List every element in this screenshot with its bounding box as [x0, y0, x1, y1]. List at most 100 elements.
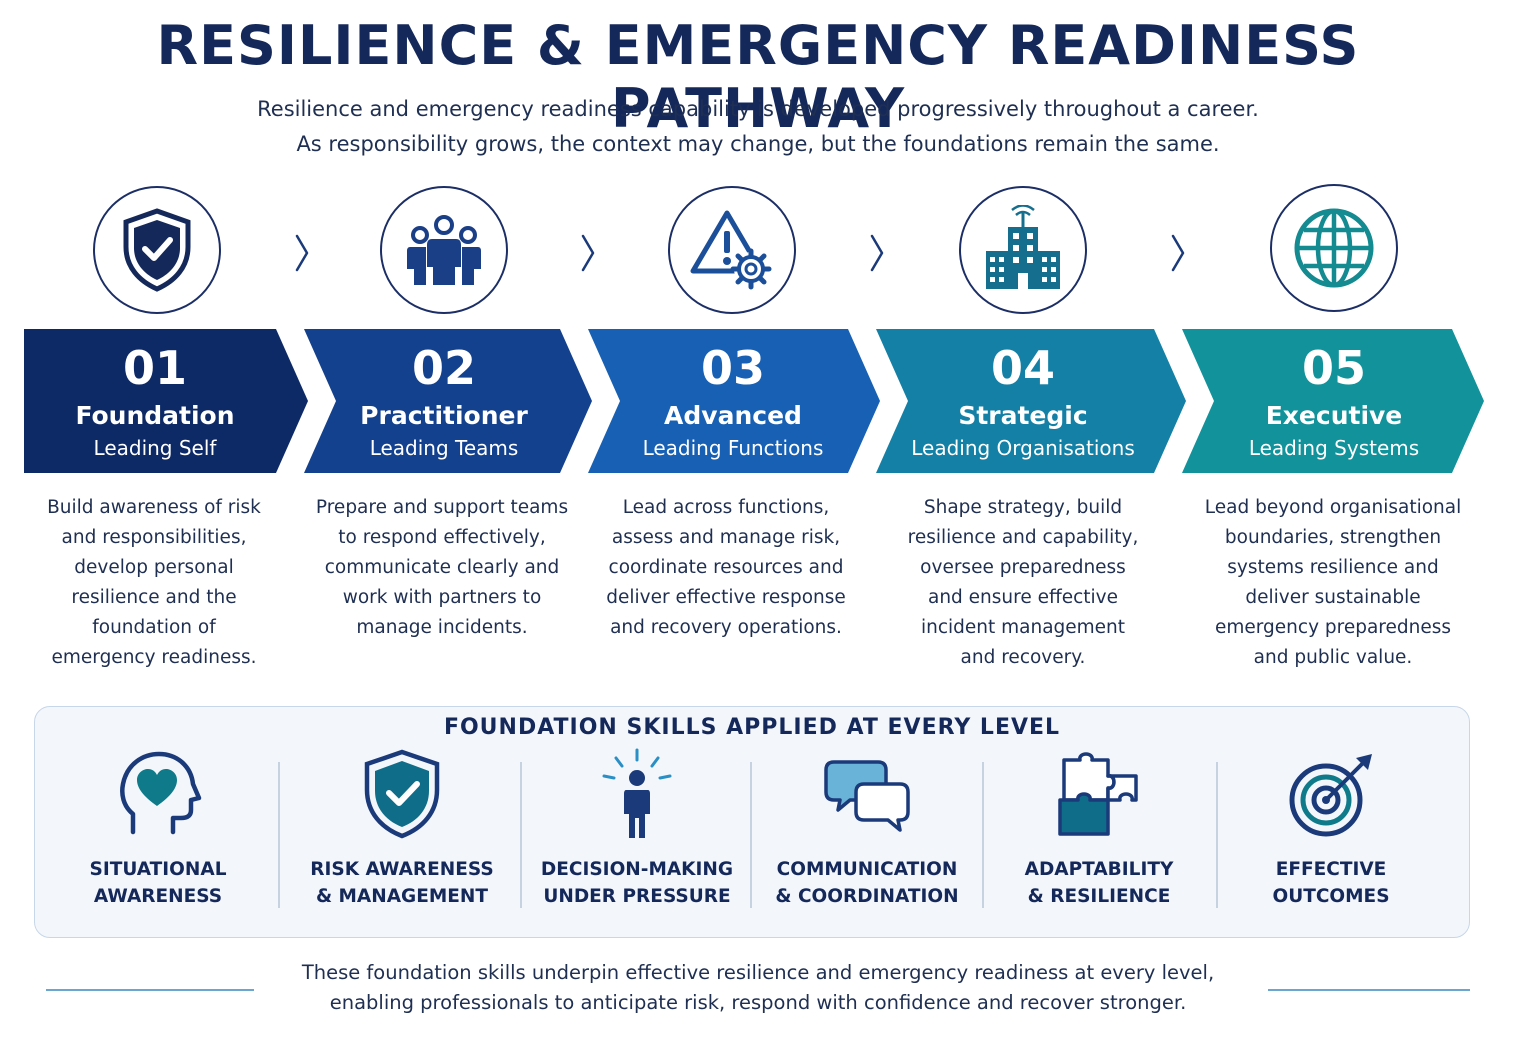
stage-number: 02: [411, 341, 476, 395]
stage-2-arrow: [304, 329, 592, 473]
stage-name: Practitioner: [360, 401, 528, 430]
stage-3-icon-circle: [668, 186, 796, 314]
stage-5-label: 05 Executive Leading Systems: [1198, 329, 1470, 473]
skill-adaptability: ADAPTABILITY & RESILIENCE: [990, 748, 1208, 910]
stage-1-description: Build awareness of risk and responsibili…: [24, 493, 284, 673]
globe-icon: [1294, 208, 1374, 288]
description-line: and recovery operations.: [610, 617, 842, 638]
description-line: develop personal: [74, 557, 234, 578]
shield-check-icon: [123, 208, 191, 292]
description-line: deliver effective response: [606, 587, 846, 608]
description-line: and recovery.: [960, 647, 1086, 668]
stage-2-label: 02 Practitioner Leading Teams: [316, 329, 572, 473]
page-title: RESILIENCE & EMERGENCY READINESS PATHWAY: [156, 14, 1360, 140]
skill-label-line: & RESILIENCE: [1027, 886, 1171, 907]
description-line: oversee preparedness: [920, 557, 1126, 578]
skill-label: DECISION-MAKING UNDER PRESSURE: [528, 856, 746, 910]
description-line: and ensure effective: [927, 587, 1119, 608]
puzzle-icon: [1058, 752, 1138, 836]
stage-1-icon-circle: [93, 186, 221, 314]
stage-4-icon-circle: [959, 186, 1087, 314]
stage-subtitle: Leading Organisations: [911, 436, 1135, 460]
description-line: resilience and capability,: [907, 527, 1139, 548]
stage-number: 03: [700, 341, 765, 395]
intro-line-2: As responsibility grows, the context may…: [296, 132, 1220, 156]
description-line: Shape strategy, build: [923, 497, 1123, 518]
skill-label: EFFECTIVE OUTCOMES: [1226, 856, 1436, 910]
description-line: to respond effectively,: [338, 527, 546, 548]
skill-label: ADAPTABILITY & RESILIENCE: [990, 856, 1208, 910]
team-icon: [407, 215, 481, 285]
stage-subtitle: Leading Self: [93, 436, 217, 460]
description-line: deliver sustainable: [1245, 587, 1421, 608]
description-line: Prepare and support teams: [315, 497, 569, 518]
shield-check-icon: [364, 749, 440, 839]
skill-divider: [750, 762, 752, 908]
skill-divider: [278, 762, 280, 908]
description-line: incident management: [920, 617, 1126, 638]
skills-title: FOUNDATION SKILLS APPLIED AT EVERY LEVEL: [443, 715, 1061, 740]
stage-name: Advanced: [664, 401, 802, 430]
stage-name: Executive: [1265, 401, 1403, 430]
description-line: Lead across functions,: [622, 497, 830, 518]
stage-5-description: Lead beyond organisational boundaries, s…: [1192, 493, 1474, 673]
skill-communication: COMMUNICATION & COORDINATION: [758, 748, 976, 910]
stage-5-arrow: [1182, 329, 1484, 473]
stage-subtitle: Leading Teams: [369, 436, 519, 460]
skill-label-line: RISK AWARENESS: [310, 859, 494, 880]
description-line: communicate clearly and: [324, 557, 560, 578]
skill-label-line: AWARENESS: [93, 886, 223, 907]
stage-3-arrow: [588, 329, 880, 473]
chevron-right-icon: [1171, 234, 1185, 272]
chevron-right-icon: [870, 234, 884, 272]
skill-label-line: DECISION-MAKING: [540, 859, 734, 880]
closing-line-1: These foundation skills underpin effecti…: [301, 961, 1215, 984]
description-line: emergency readiness.: [51, 647, 257, 668]
description-line: and public value.: [1253, 647, 1413, 668]
building-icon: [986, 205, 1060, 289]
decorative-rule-left: [46, 989, 254, 991]
description-line: work with partners to: [342, 587, 542, 608]
stage-2-description: Prepare and support teams to respond eff…: [306, 493, 578, 643]
description-line: Build awareness of risk: [47, 497, 261, 518]
skill-divider: [982, 762, 984, 908]
skill-decision-making: DECISION-MAKING UNDER PRESSURE: [528, 748, 746, 910]
skill-label: COMMUNICATION & COORDINATION: [758, 856, 976, 910]
skill-label-line: OUTCOMES: [1272, 886, 1390, 907]
stage-name: Foundation: [75, 401, 235, 430]
stage-4-description: Shape strategy, build resilience and cap…: [890, 493, 1156, 673]
description-line: resilience and the: [71, 587, 237, 608]
stage-subtitle: Leading Systems: [1248, 436, 1420, 460]
foundation-skills-panel: [34, 706, 1470, 938]
description-line: boundaries, strengthen: [1224, 527, 1442, 548]
stage-4-arrow: [876, 329, 1186, 473]
skill-label: SITUATIONAL AWARENESS: [48, 856, 268, 910]
person-idea-icon: [602, 748, 672, 838]
skill-divider: [520, 762, 522, 908]
skill-label-line: ADAPTABILITY: [1024, 859, 1174, 880]
description-line: and responsibilities,: [61, 527, 247, 548]
description-line: emergency preparedness: [1214, 617, 1452, 638]
chevron-right-icon: [581, 234, 595, 272]
stage-4-label: 04 Strategic Leading Organisations: [892, 329, 1154, 473]
description-line: coordinate resources and: [608, 557, 844, 578]
stage-2-icon-circle: [380, 186, 508, 314]
stage-subtitle: Leading Functions: [642, 436, 824, 460]
description-line: foundation of: [92, 617, 216, 638]
skill-label-line: UNDER PRESSURE: [543, 886, 731, 907]
speech-bubbles-icon: [824, 760, 910, 832]
skill-label-line: EFFECTIVE: [1275, 859, 1387, 880]
skill-situational-awareness: SITUATIONAL AWARENESS: [48, 748, 268, 910]
skill-label-line: & MANAGEMENT: [315, 886, 489, 907]
intro-line-1: Resilience and emergency readiness capab…: [257, 97, 1259, 121]
skill-effective-outcomes: EFFECTIVE OUTCOMES: [1226, 748, 1436, 910]
stage-1-arrow: [24, 329, 308, 473]
skill-label: RISK AWARENESS & MANAGEMENT: [292, 856, 512, 910]
stage-number: 05: [1301, 341, 1366, 395]
head-heart-icon: [120, 751, 202, 835]
skill-label-line: COMMUNICATION: [776, 859, 958, 880]
description-line: assess and manage risk,: [611, 527, 841, 548]
skill-divider: [1216, 762, 1218, 908]
stage-3-label: 03 Advanced Leading Functions: [602, 329, 864, 473]
description-line: systems resilience and: [1227, 557, 1439, 578]
